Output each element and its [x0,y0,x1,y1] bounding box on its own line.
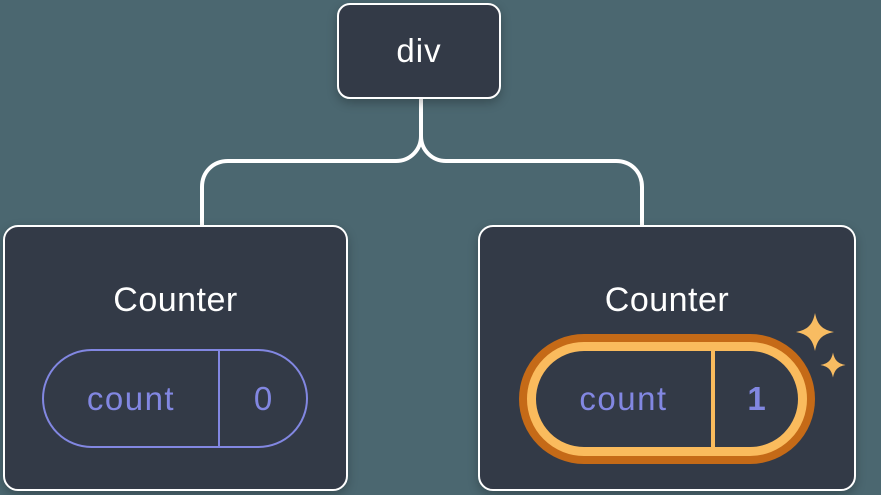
sparkle-small [820,352,846,378]
sparkle-large [796,313,834,351]
state-pill: count 0 [42,349,308,448]
state-key-label: count [579,380,668,417]
card-title: Counter [113,281,238,319]
root-node-label: div [396,32,442,69]
connector-branch-left [200,134,423,227]
state-key-label: count [86,379,176,417]
state-key-cell: count [44,351,220,446]
state-value-cell: 0 [220,351,306,446]
counter-card: Counter count 0 [3,225,348,491]
state-value: 0 [253,379,273,417]
root-node: div [337,3,501,99]
counter-card-highlighted: Counter count 1 [478,225,856,491]
pill-divider [711,351,715,447]
card-title: Counter [604,281,730,319]
state-value-cell: 1 [715,351,798,447]
connector-branch-right [419,134,644,227]
state-value: 1 [747,380,766,417]
state-pill-highlighted: count 1 [527,342,807,456]
state-key-cell: count [536,351,711,447]
sparkle-icon [796,313,846,378]
